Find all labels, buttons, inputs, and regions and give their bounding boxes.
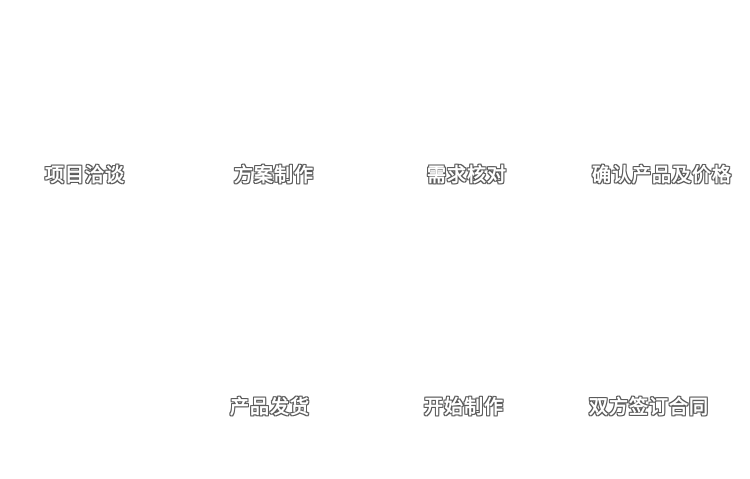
step-sign-contract: 双方签订合同	[589, 396, 710, 418]
step-product-shipping: 产品发货	[230, 396, 311, 418]
step-confirm-product-and-price: 确认产品及价格	[592, 164, 733, 186]
step-requirement-check: 需求核对	[427, 164, 508, 186]
step-start-production: 开始制作	[424, 396, 505, 418]
step-project-negotiation: 项目洽谈	[45, 164, 126, 186]
step-proposal-creation: 方案制作	[234, 164, 315, 186]
